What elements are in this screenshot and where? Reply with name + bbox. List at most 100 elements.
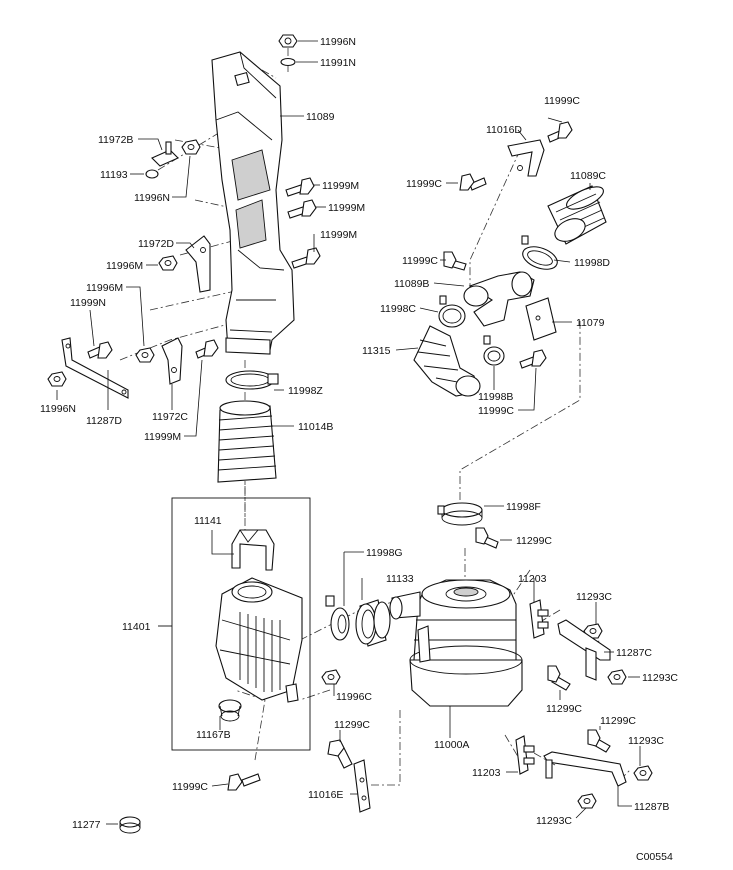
label-11999M-c: 11999M xyxy=(320,229,357,241)
grommet-11277 xyxy=(119,816,141,834)
bolt-11999C-a xyxy=(459,173,487,191)
bolt-11999M-b xyxy=(287,199,317,219)
label-11998C: 11998C xyxy=(380,303,416,315)
seal-11998G xyxy=(330,607,350,641)
label-11089: 11089 xyxy=(306,111,335,123)
label-11141: 11141 xyxy=(194,515,222,527)
bellows-11089C xyxy=(547,185,607,245)
bolt-11999M-a xyxy=(285,177,315,197)
bellows-11014B xyxy=(217,400,277,483)
label-11996C: 11996C xyxy=(336,691,372,703)
bracket-11203-b xyxy=(515,735,535,775)
label-11167B: 11167B xyxy=(196,729,231,741)
bolt-11299C-b xyxy=(547,665,571,691)
label-11203-b: 11203 xyxy=(472,767,501,779)
label-11999M-a: 11999M xyxy=(322,180,359,192)
nut-11996M-a xyxy=(158,255,178,271)
adapter-11133 xyxy=(355,599,391,647)
label-11998D: 11998D xyxy=(574,257,610,269)
bolt-11999C-d xyxy=(227,773,261,791)
label-11016E: 11016E xyxy=(308,789,343,801)
label-11133: 11133 xyxy=(386,573,414,585)
label-11998Z: 11998Z xyxy=(288,385,323,397)
label-11999C-a: 11999C xyxy=(406,178,442,190)
label-11996M-a: 11996M xyxy=(106,260,143,272)
label-11079: 11079 xyxy=(576,317,605,329)
label-11999C-d: 11999C xyxy=(172,781,208,793)
label-11998B: 11998B xyxy=(478,391,513,403)
bolt-11999M-d xyxy=(195,339,219,359)
label-11991N: 11991N xyxy=(320,57,356,69)
bolt-11999M-c xyxy=(291,247,321,269)
bolt-11299C-c xyxy=(327,739,353,769)
elbow-11089B xyxy=(463,271,535,327)
bracket-11016E xyxy=(353,759,371,813)
label-11998F: 11998F xyxy=(506,501,541,513)
nut-11996N-top xyxy=(278,34,298,48)
label-11277: 11277 xyxy=(72,819,101,831)
label-11293C-d: 11293C xyxy=(536,815,572,827)
bolt-11299C-a xyxy=(475,527,499,549)
label-11203-a: 11203 xyxy=(518,573,547,585)
label-11315: 11315 xyxy=(362,345,391,357)
clamp-11998D xyxy=(521,235,558,270)
label-11000A: 11000A xyxy=(434,739,469,751)
bolt-11999C-b xyxy=(443,251,467,271)
bracket-11016D xyxy=(507,139,545,177)
nut-11293C-b xyxy=(607,669,627,685)
label-11193: 11193 xyxy=(100,169,128,181)
label-11998G: 11998G xyxy=(366,547,403,559)
label-11999N: 11999N xyxy=(70,297,106,309)
label-11972B: 11972B xyxy=(98,134,133,146)
bolt-11999C-top xyxy=(547,121,573,143)
label-11999C-top: 11999C xyxy=(544,95,580,107)
label-11089B: 11089B xyxy=(394,278,429,290)
air-cleaner-11000A xyxy=(389,579,523,707)
label-11299C-b: 11299C xyxy=(546,703,582,715)
label-11287D: 11287D xyxy=(86,415,122,427)
clamp-11998B xyxy=(483,335,505,366)
label-11293C-a: 11293C xyxy=(576,591,612,603)
nut-11996C xyxy=(321,669,341,685)
bracket-11287B xyxy=(543,751,627,787)
label-11996M-b: 11996M xyxy=(86,282,123,294)
label-11972D: 11972D xyxy=(138,238,174,250)
plate-11079 xyxy=(525,297,557,341)
nut-11996N-b xyxy=(47,371,67,387)
bracket-11203-a xyxy=(529,599,549,639)
label-11299C-c: 11299C xyxy=(334,719,370,731)
bracket-11972C xyxy=(161,337,183,385)
grommet-11167B xyxy=(218,699,242,722)
label-11999M-d: 11999M xyxy=(144,431,181,443)
box-11401 xyxy=(158,497,311,751)
bracket-11287C xyxy=(557,619,611,681)
label-11996N-top: 11996N xyxy=(320,36,356,48)
bracket-11972D xyxy=(185,235,211,293)
bolt-11299C-d xyxy=(587,729,611,753)
intake-duct-11089 xyxy=(211,51,295,355)
bolt-11999N xyxy=(87,341,113,359)
label-11999M-b: 11999M xyxy=(328,202,365,214)
label-11401: 11401 xyxy=(122,621,151,633)
label-11999C-b: 11999C xyxy=(402,255,438,267)
clamp-11998Z xyxy=(225,370,279,390)
prefilter-housing xyxy=(215,577,303,703)
part-labels: 11996N 11991N 11089 11972B 11193 11996N … xyxy=(40,36,678,863)
clip-11141 xyxy=(231,529,275,571)
hose-11315 xyxy=(413,325,481,397)
diagram-id: C00554 xyxy=(636,851,673,863)
label-11299C-d: 11299C xyxy=(600,715,636,727)
label-11972C: 11972C xyxy=(152,411,188,423)
bracket-11287D xyxy=(61,337,129,399)
label-11999C-c: 11999C xyxy=(478,405,514,417)
label-11287C: 11287C xyxy=(616,647,652,659)
label-11996N-a: 11996N xyxy=(134,192,170,204)
clamp-11998F xyxy=(437,502,483,526)
clamp-11998C xyxy=(438,295,466,328)
label-11299C-a: 11299C xyxy=(516,535,552,547)
washer-11193 xyxy=(145,169,159,179)
label-11287B: 11287B xyxy=(634,801,669,813)
bracket-11972B xyxy=(151,141,179,167)
screw-11998G xyxy=(325,595,335,607)
